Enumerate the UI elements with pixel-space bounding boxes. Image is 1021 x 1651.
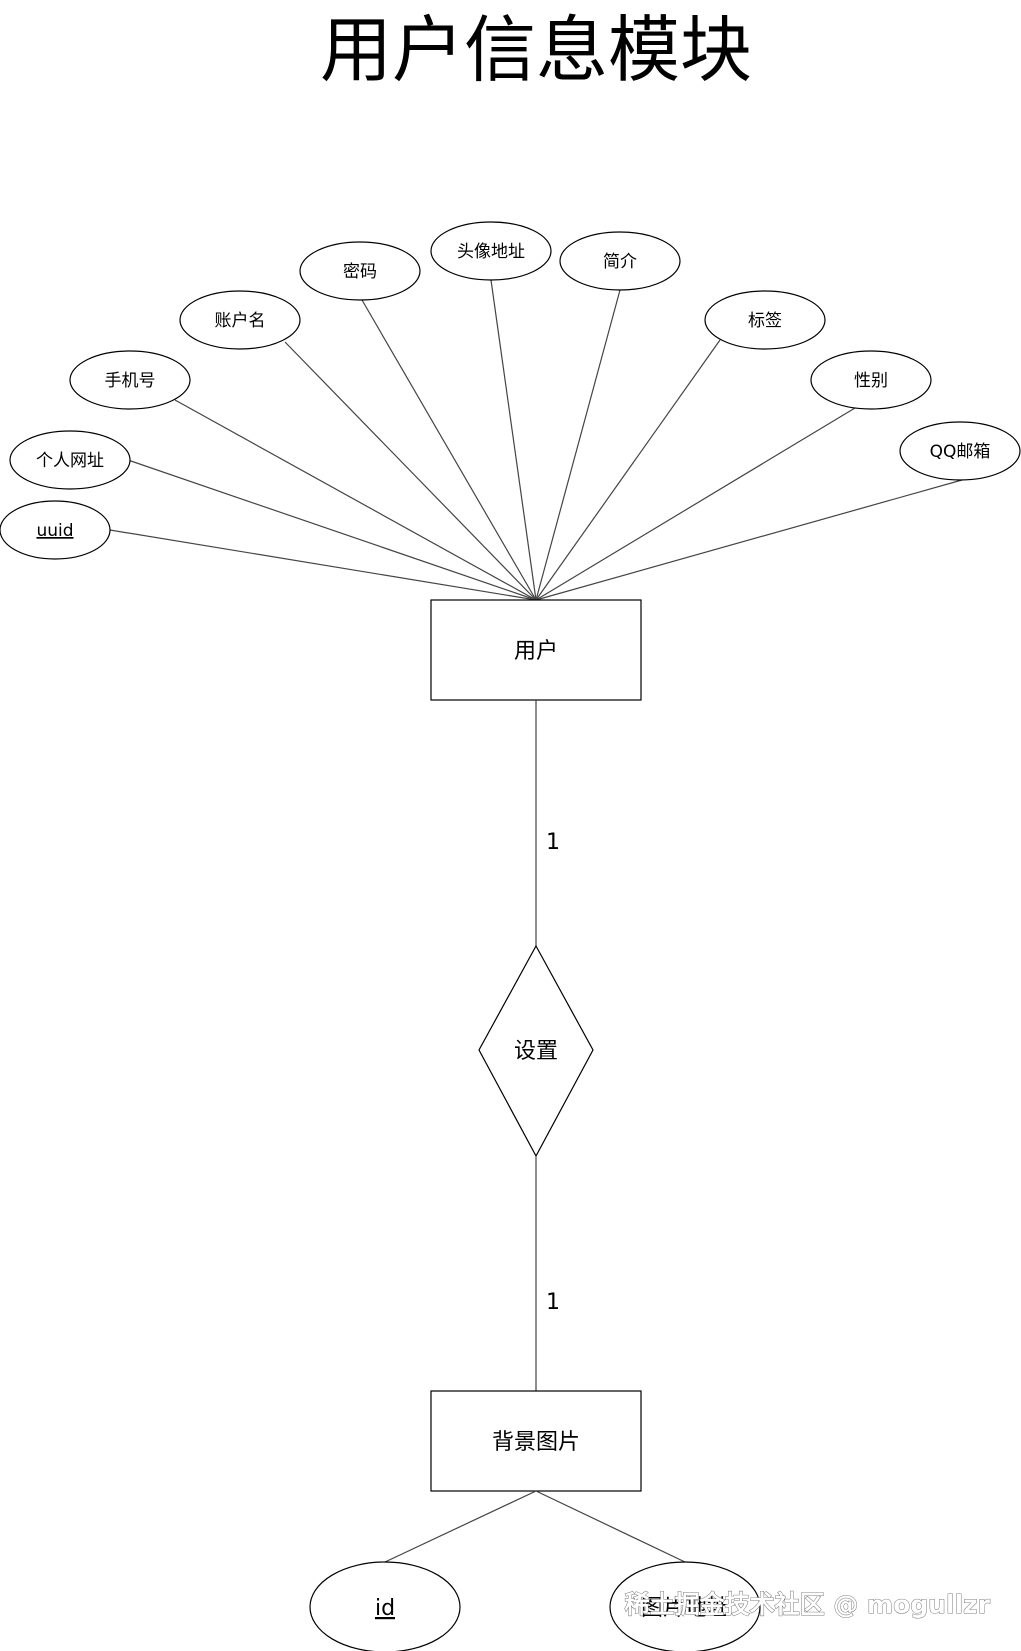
entity-background-image-label: 背景图片 [492, 1430, 580, 1455]
attr-avatar-url: 头像地址 [430, 221, 552, 281]
relationship-set: 设置 [478, 944, 594, 1158]
attr-gender: 性别 [810, 350, 932, 410]
attr-uuid: uuid [0, 500, 111, 560]
attr-qq-email: QQ邮箱 [899, 421, 1021, 481]
attr-uuid-label: uuid [36, 521, 73, 541]
attr-tags: 标签 [704, 290, 826, 350]
entity-background-image: 背景图片 [430, 1390, 642, 1492]
attr-bg-url-label: 图片地址 [641, 1596, 729, 1621]
attr-avatar-url-label: 头像地址 [457, 242, 525, 262]
attr-password: 密码 [299, 241, 421, 301]
cardinality-top: 1 [546, 830, 560, 855]
attr-account-name-label: 账户名 [215, 311, 266, 331]
attr-password-label: 密码 [343, 262, 377, 282]
attr-account-name: 账户名 [179, 290, 301, 350]
entity-user: 用户 [430, 599, 642, 701]
attr-personal-url: 个人网址 [9, 430, 131, 490]
cardinality-bottom: 1 [546, 1290, 560, 1315]
bg-url-connector [535, 1490, 686, 1563]
attr-qq-email-label: QQ邮箱 [930, 442, 991, 462]
user-attribute-connectors [109, 279, 963, 601]
attr-phone: 手机号 [69, 350, 191, 410]
watermark: 稀土掘金技术社区 @ mogullzr [625, 1590, 991, 1619]
attr-gender-label: 性别 [854, 371, 888, 391]
entity-user-label: 用户 [514, 639, 558, 664]
relationship-label: 设置 [514, 1039, 558, 1064]
attr-bg-id-label: id [375, 1596, 395, 1621]
attr-intro-label: 简介 [603, 252, 637, 272]
attr-bg-id: id [309, 1561, 461, 1651]
attr-personal-url-label: 个人网址 [36, 451, 104, 471]
attr-phone-label: 手机号 [105, 371, 156, 391]
attr-tags-label: 标签 [748, 311, 782, 331]
diagram-title: 用户信息模块 [320, 8, 752, 92]
bg-id-connector [384, 1490, 537, 1563]
attr-bg-url: 图片地址 [609, 1561, 761, 1651]
attr-intro: 简介 [559, 231, 681, 291]
